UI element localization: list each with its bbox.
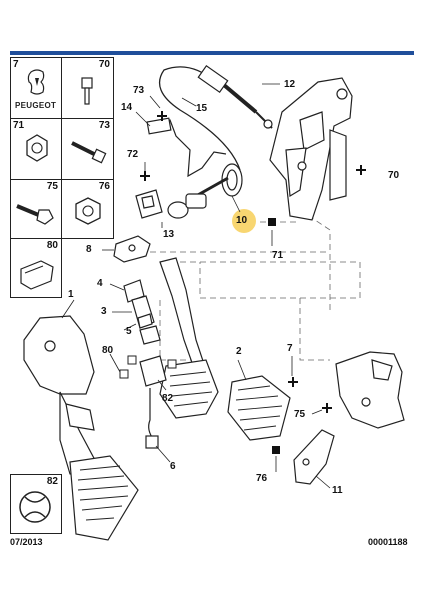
callout-4: 4 <box>97 278 103 289</box>
callout-2: 2 <box>236 346 242 357</box>
callout-13: 13 <box>163 229 175 240</box>
callout-80: 80 <box>102 345 114 356</box>
switch-assembly <box>123 279 161 345</box>
legend-cell-70-num: 70 <box>98 59 110 70</box>
legend-cell-71-num: 71 <box>13 120 25 131</box>
nut-icon <box>26 134 48 162</box>
legend-cell-7-num: 7 <box>13 59 19 70</box>
callout-73: 73 <box>133 85 145 96</box>
legend-cell-80: 80 <box>10 238 62 298</box>
footer-code: 00001188 <box>368 537 408 547</box>
lower-bracket <box>335 351 405 429</box>
callout-15: 15 <box>196 103 208 114</box>
legend-cell-76: 76 <box>61 179 114 239</box>
flange-bolt-icon <box>16 204 54 225</box>
clip-13 <box>135 189 163 219</box>
legend-cell-75-num: 75 <box>46 181 58 192</box>
pedal-stop-8 <box>113 235 151 263</box>
clip-ring-icon <box>19 491 51 523</box>
clutch-pedal-ribs <box>77 465 129 521</box>
highlight-ref-10 <box>232 209 256 233</box>
marker-squares <box>119 218 280 454</box>
callout-72: 72 <box>127 149 139 160</box>
cable-end-fitting <box>197 64 273 129</box>
callout-70: 70 <box>388 170 400 181</box>
brake-pedal-ribs <box>169 371 283 431</box>
footer-date: 07/2013 <box>10 537 43 547</box>
callout-12: 12 <box>284 79 296 90</box>
peugeot-lion-icon <box>27 69 45 95</box>
legend-cell-73-num: 73 <box>98 120 110 131</box>
pedal-bracket <box>269 77 353 221</box>
callout-1: 1 <box>68 289 74 300</box>
leader-lines <box>61 83 331 489</box>
brand-name: PEUGEOT <box>15 101 57 110</box>
callout-3: 3 <box>101 306 107 317</box>
callout-5: 5 <box>126 326 132 337</box>
callout-75: 75 <box>294 409 306 420</box>
bracket-11 <box>293 429 335 485</box>
callout-7: 7 <box>287 343 293 354</box>
legend-cell-80-num: 80 <box>46 240 58 251</box>
callout-71: 71 <box>272 250 284 261</box>
header-bar <box>10 51 414 55</box>
brake-pedal <box>159 257 291 441</box>
grommet <box>167 163 243 219</box>
bolt-icon <box>81 77 93 105</box>
callout-14: 14 <box>121 102 133 113</box>
callout-10: 10 <box>236 215 248 226</box>
plus-markers <box>140 111 366 413</box>
legend-cell-76-num: 76 <box>98 181 110 192</box>
legend-cell-71: 71 <box>10 118 62 180</box>
legend-cell-82-num: 82 <box>46 476 58 487</box>
spring-clip <box>146 117 227 178</box>
connector-icon <box>20 260 54 290</box>
callout-11: 11 <box>332 485 343 496</box>
callout-8: 8 <box>86 244 92 255</box>
legend-cell-82: 82 <box>10 474 62 534</box>
callout-6: 6 <box>170 461 176 472</box>
flange-nut-icon <box>75 197 101 225</box>
callout-82: 82 <box>162 393 174 404</box>
legend-cell-75: 75 <box>10 179 62 239</box>
screw-icon <box>71 141 107 164</box>
legend-cell-73: 73 <box>61 118 114 180</box>
brake-switch-sensor <box>139 355 167 449</box>
callout-76: 76 <box>256 473 268 484</box>
legend-cell-7: 7 <box>10 57 62 119</box>
